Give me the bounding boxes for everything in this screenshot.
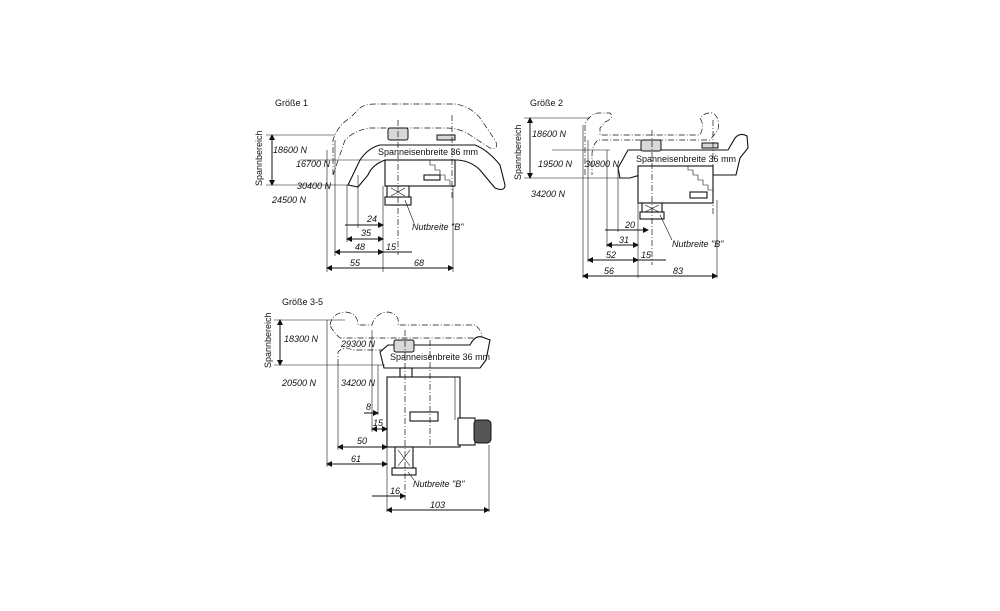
dimension-label: 68 [414,258,424,268]
force-label: 16700 N [296,159,331,169]
width-label: Spanneisenbreite 36 mm [636,154,736,164]
clamp-upper-outline [332,103,497,176]
force-label: 30400 N [297,181,332,191]
adjust-housing [457,417,476,446]
dimension-label: 8 [366,402,371,412]
dimension-label: 48 [355,242,365,252]
nut-icon [640,139,662,152]
dimension-label: 20 [624,220,635,230]
clamp-arm [379,336,491,369]
clamp-lower-outline [337,347,385,365]
nut-icon [393,339,415,353]
clamp-upper-outline [584,112,719,175]
width-label: Spanneisenbreite 36 mm [378,147,478,157]
dimension-label: 16 [390,486,400,496]
range-label: Spannbereich [263,312,273,368]
t-nut-base [391,467,417,476]
range-label: Spannbereich [254,130,264,186]
dimension-label: 56 [604,266,614,276]
range-label: Spannbereich [513,124,523,180]
dimension-label: 35 [361,228,372,238]
force-label: 34200 N [341,378,376,388]
force-label: 18300 N [284,334,319,344]
width-label: Spanneisenbreite 36 mm [390,352,490,362]
dimension-label: 103 [430,500,445,510]
figure-size-2: Größe 2 Spannbereich 18600 N 19500 N 308… [513,98,749,279]
leader-line [659,214,673,241]
dimension-label: 31 [619,235,629,245]
force-label: 34200 N [531,189,566,199]
dimension-label: 55 [350,258,361,268]
dimension-label: 15 [641,250,652,260]
knurled-knob-icon[interactable] [473,419,492,444]
slot-width-label: Nutbreite "B" [412,222,464,232]
force-label: 24500 N [271,195,307,205]
clamp-upper-outline [329,311,483,339]
clamp-body [384,159,456,187]
dimension-label: 15 [386,242,397,252]
leader-line [407,471,415,481]
figure-size-1: Größe 1 Spannbereich 18600 N 16700 N 304… [254,98,506,272]
screw-head [701,142,719,149]
slot [409,411,439,422]
slot [689,191,708,199]
force-label: 20500 N [281,378,317,388]
dimension-label: 15 [373,418,384,428]
slot [423,174,441,181]
dimension-label: 83 [673,266,683,276]
dimension-label: 50 [357,436,367,446]
force-label: 30800 N [585,159,620,169]
slot-width-label: Nutbreite "B" [413,479,465,489]
dimension-label: 52 [606,250,616,260]
force-label: 18600 N [532,129,567,139]
clamp-arm [347,144,506,191]
force-label: 18600 N [273,145,308,155]
dimension-label: 61 [351,454,361,464]
serration [429,160,451,185]
t-nut-cross [397,449,411,467]
force-label: 29300 N [340,339,376,349]
leader-line [404,199,415,224]
slot-width-label: Nutbreite "B" [672,239,724,249]
screw-head [436,134,456,141]
dimension-label: 24 [366,214,377,224]
figure-title: Größe 2 [530,98,563,108]
figure-title: Größe 1 [275,98,308,108]
bolt [399,367,413,378]
serration [687,166,714,200]
figure-size-3-5: Größe 3-5 Spannbereich 18300 N 29300 N 2… [263,297,492,513]
figure-title: Größe 3-5 [282,297,323,307]
force-label: 19500 N [538,159,573,169]
